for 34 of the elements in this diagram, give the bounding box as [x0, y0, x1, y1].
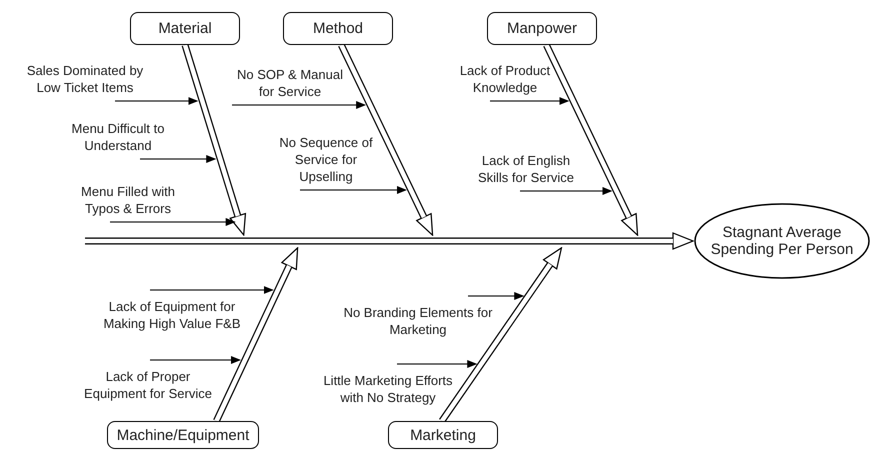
arrow: [232, 101, 366, 109]
cause-text: Little Marketing Efforts with No Strategy: [322, 372, 454, 406]
arrow: [114, 97, 198, 105]
bone-arrow: [439, 247, 562, 423]
bone-arrow: [213, 247, 298, 422]
cause-text: Sales Dominated by Low Ticket Items: [26, 62, 144, 96]
cause-text: Lack of Proper Equipment for Service: [83, 368, 213, 402]
arrow: [150, 356, 241, 364]
category-box: Method: [283, 12, 393, 45]
arrow: [490, 97, 570, 105]
cause-text: Lack of English Skills for Service: [476, 152, 576, 186]
category-box: Manpower: [487, 12, 597, 45]
arrow: [468, 292, 524, 300]
cause-text: No Branding Elements for Marketing: [342, 304, 494, 338]
bone-arrow: [182, 44, 246, 236]
arrow: [110, 218, 236, 226]
cause-text: No SOP & Manual for Service: [236, 66, 344, 100]
bone-arrow: [85, 232, 694, 250]
arrow: [150, 286, 274, 294]
arrow: [396, 360, 478, 368]
bone-arrow: [338, 43, 434, 236]
arrow: [520, 187, 612, 195]
cause-text: Lack of Product Knowledge: [458, 62, 552, 96]
arrow: [300, 186, 407, 194]
cause-text: Lack of Equipment for Making High Value F&B: [102, 298, 242, 332]
bone-arrow: [543, 43, 638, 236]
category-box: Marketing: [388, 421, 498, 449]
arrow: [140, 155, 216, 163]
cause-text: No Sequence of Service for Upselling: [278, 134, 374, 185]
cause-text: Menu Difficult to Understand: [70, 120, 166, 154]
category-box: Material: [130, 12, 240, 45]
category-box: Machine/Equipment: [107, 421, 259, 449]
effect-ellipse: Stagnant Average Spending Per Person: [694, 203, 870, 279]
cause-text: Menu Filled with Typos & Errors: [80, 183, 176, 217]
